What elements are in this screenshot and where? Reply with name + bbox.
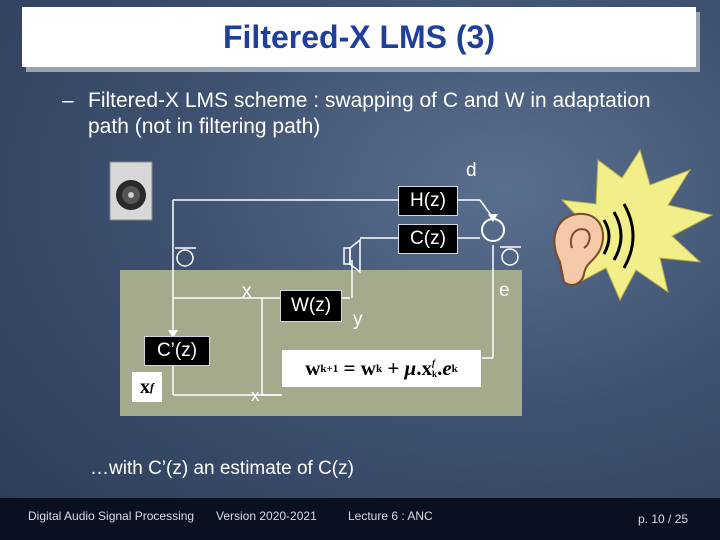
label-e: e [499, 280, 510, 301]
xf-base: x [140, 375, 150, 398]
formula-plus: + [382, 356, 405, 380]
label-d: d [466, 160, 477, 181]
block-c-estimate-label: C’(z) [156, 340, 198, 361]
label-x-filtered: x [251, 386, 260, 405]
slide-title: Filtered-X LMS (3) [222, 18, 495, 55]
bullet-text: Filtered-X LMS scheme : swapping of C an… [88, 89, 651, 138]
formula-dot2: . [437, 356, 443, 380]
label-y: y [353, 309, 363, 330]
formula-mu: μ [404, 356, 417, 380]
ear-icon [553, 203, 635, 286]
error-microphone-icon [500, 246, 521, 266]
footer-version: Version 2020-2021 [216, 509, 317, 523]
formula-e-sub: k [451, 362, 458, 375]
footer-page: p. 10 / 25 [638, 512, 689, 526]
block-h: H(z) [398, 186, 458, 216]
estimate-note: …with C’(z) an estimate of C(z) [90, 458, 354, 479]
label-x: x [242, 281, 252, 302]
summing-junction [481, 218, 505, 242]
formula-eq: = [338, 356, 361, 380]
loudspeaker-icon [343, 238, 361, 274]
engine-noise-source-icon [109, 161, 153, 221]
formula-xf-sub: k [431, 368, 438, 379]
formula-lhs-sub: k+1 [320, 362, 339, 375]
footer-bar [0, 498, 720, 540]
reference-microphone-icon [175, 247, 196, 267]
footer-course: Digital Audio Signal Processing [28, 509, 195, 523]
formula-t1: w [360, 356, 376, 380]
formula-e: e [442, 356, 452, 380]
title-box: Filtered-X LMS (3) [22, 7, 696, 67]
formula-xf-sup: f [431, 357, 436, 368]
block-w: W(z) [280, 290, 342, 322]
block-h-label: H(z) [410, 190, 446, 211]
block-c-estimate: C’(z) [144, 336, 210, 366]
xf-sup: f [150, 379, 154, 394]
footer-lecture: Lecture 6 : ANC [348, 509, 433, 523]
formula-dot1: . [416, 356, 422, 380]
bullet-dash: – [62, 89, 74, 112]
formula-lhs: w [305, 356, 321, 380]
block-w-label: W(z) [290, 295, 332, 316]
block-c: C(z) [398, 224, 458, 254]
bullet-point: – Filtered-X LMS scheme : swapping of C … [62, 88, 662, 140]
formula-t1-sub: k [375, 362, 383, 375]
block-c-label: C(z) [410, 228, 446, 249]
formula-xf: x [421, 356, 432, 380]
